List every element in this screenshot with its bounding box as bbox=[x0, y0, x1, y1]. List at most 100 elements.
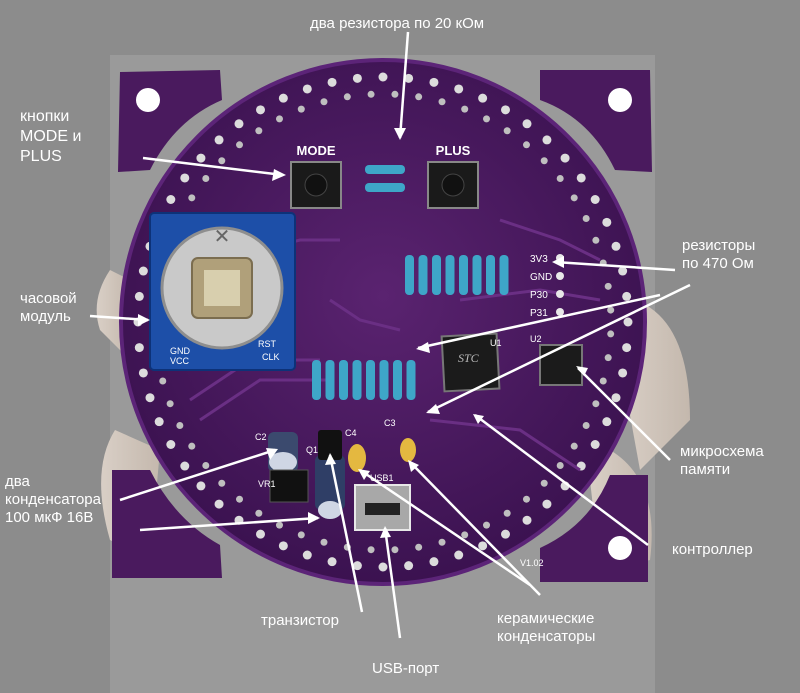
led-pad bbox=[256, 105, 265, 115]
transistor bbox=[318, 430, 342, 460]
arrow-heads bbox=[138, 128, 588, 538]
led-pad bbox=[343, 93, 351, 101]
resistors-20k bbox=[365, 165, 405, 192]
resistor bbox=[406, 360, 416, 400]
led-pad bbox=[454, 84, 464, 94]
memory-chip: U2 bbox=[530, 334, 583, 386]
led-pad bbox=[188, 194, 196, 202]
led-pad bbox=[166, 195, 176, 204]
controller-chip-brand: STC bbox=[458, 351, 480, 365]
resistor bbox=[405, 255, 414, 295]
led-pad bbox=[202, 175, 210, 183]
led-pad bbox=[607, 306, 615, 314]
controller-chip: STC U1 bbox=[440, 332, 502, 393]
led-pad bbox=[255, 127, 263, 135]
led-pad bbox=[602, 217, 612, 227]
led-pad bbox=[154, 417, 164, 427]
resistor bbox=[445, 255, 455, 295]
board-version: V1.02 bbox=[520, 558, 544, 568]
pin-3v3: 3V3 bbox=[530, 254, 548, 265]
led-pad bbox=[320, 98, 328, 106]
led-pad bbox=[576, 173, 586, 183]
led-pad bbox=[188, 442, 196, 450]
resistor bbox=[486, 255, 495, 295]
led-pad bbox=[138, 368, 148, 378]
resistor bbox=[472, 255, 482, 295]
led-pad bbox=[501, 105, 510, 115]
led-pad bbox=[297, 531, 305, 539]
ref-c2: C2 bbox=[255, 432, 267, 442]
led-pad bbox=[556, 461, 564, 469]
led-pad bbox=[590, 195, 600, 204]
led-pad bbox=[214, 135, 224, 145]
resistor bbox=[459, 255, 468, 295]
led-pad bbox=[404, 73, 414, 83]
led-pad bbox=[415, 543, 423, 551]
led-pad bbox=[134, 343, 144, 353]
resistor-array-top bbox=[405, 255, 509, 295]
led-pad bbox=[478, 541, 488, 551]
led-pad bbox=[483, 115, 491, 123]
led-pad bbox=[438, 538, 446, 546]
controller-chip-ref: U1 bbox=[490, 338, 502, 348]
mode-button: MODE bbox=[290, 143, 342, 209]
led-pad bbox=[352, 561, 362, 571]
resistor bbox=[432, 255, 441, 295]
led-pad bbox=[478, 93, 488, 103]
pcb-traces bbox=[189, 218, 601, 472]
led-pad bbox=[180, 461, 190, 471]
resistor bbox=[325, 360, 335, 400]
label-clock-module: часовой модуль bbox=[20, 290, 77, 325]
led-pad bbox=[607, 330, 615, 338]
memory-chip-ref: U2 bbox=[530, 334, 542, 344]
svg-text:✕: ✕ bbox=[214, 224, 231, 248]
clock-pin-rst: RST bbox=[258, 339, 277, 349]
resistor bbox=[418, 255, 428, 295]
led-pad bbox=[202, 461, 210, 469]
led-pad bbox=[560, 153, 570, 163]
led-pad bbox=[275, 521, 283, 529]
led-pad bbox=[556, 175, 564, 183]
ref-vr1: VR1 bbox=[258, 479, 276, 489]
led-pad bbox=[503, 509, 511, 517]
ceramic-capacitors bbox=[348, 438, 416, 472]
usb-port bbox=[354, 484, 411, 531]
led-pad bbox=[604, 282, 612, 290]
led-pad bbox=[302, 84, 312, 94]
resistor bbox=[499, 255, 509, 295]
led-pad bbox=[461, 105, 469, 113]
led-pad bbox=[483, 521, 491, 529]
led-pad bbox=[234, 119, 244, 129]
led-pad bbox=[590, 440, 600, 449]
led-pad bbox=[367, 90, 375, 98]
ref-c3: C3 bbox=[384, 418, 396, 428]
led-pad bbox=[404, 561, 414, 571]
led-pad bbox=[196, 153, 206, 163]
led-pad bbox=[540, 479, 548, 487]
plus-button: PLUS bbox=[427, 143, 479, 209]
led-pad bbox=[429, 77, 439, 87]
led-pad bbox=[623, 317, 633, 327]
ref-designators: C2 C3 C4 Q1 VR1 USB1 V1.02 bbox=[255, 418, 544, 568]
led-pad bbox=[297, 105, 305, 113]
label-controller: контроллер bbox=[672, 541, 753, 558]
label-two-capacitors: два конденсатора 100 мкФ 16В bbox=[5, 473, 101, 526]
led-pad bbox=[570, 442, 578, 450]
label-memory-chip: микросхема памяти bbox=[680, 443, 764, 478]
led-pad bbox=[378, 72, 388, 82]
led-pad bbox=[622, 291, 632, 301]
led-pad bbox=[166, 440, 176, 449]
plus-button-label: PLUS bbox=[436, 143, 471, 158]
led-pad bbox=[278, 541, 288, 551]
label-two-resistors: два резистора по 20 кОм bbox=[310, 15, 485, 32]
led-pad bbox=[429, 557, 439, 567]
led-pad bbox=[592, 236, 600, 244]
label-ceramic-caps: керамические конденсаторы bbox=[497, 610, 596, 645]
resistor bbox=[339, 360, 348, 400]
resistor bbox=[352, 360, 362, 400]
led-pad bbox=[391, 90, 399, 98]
led-pad bbox=[522, 119, 532, 129]
led-pad bbox=[176, 422, 184, 430]
led-pad bbox=[611, 393, 621, 403]
